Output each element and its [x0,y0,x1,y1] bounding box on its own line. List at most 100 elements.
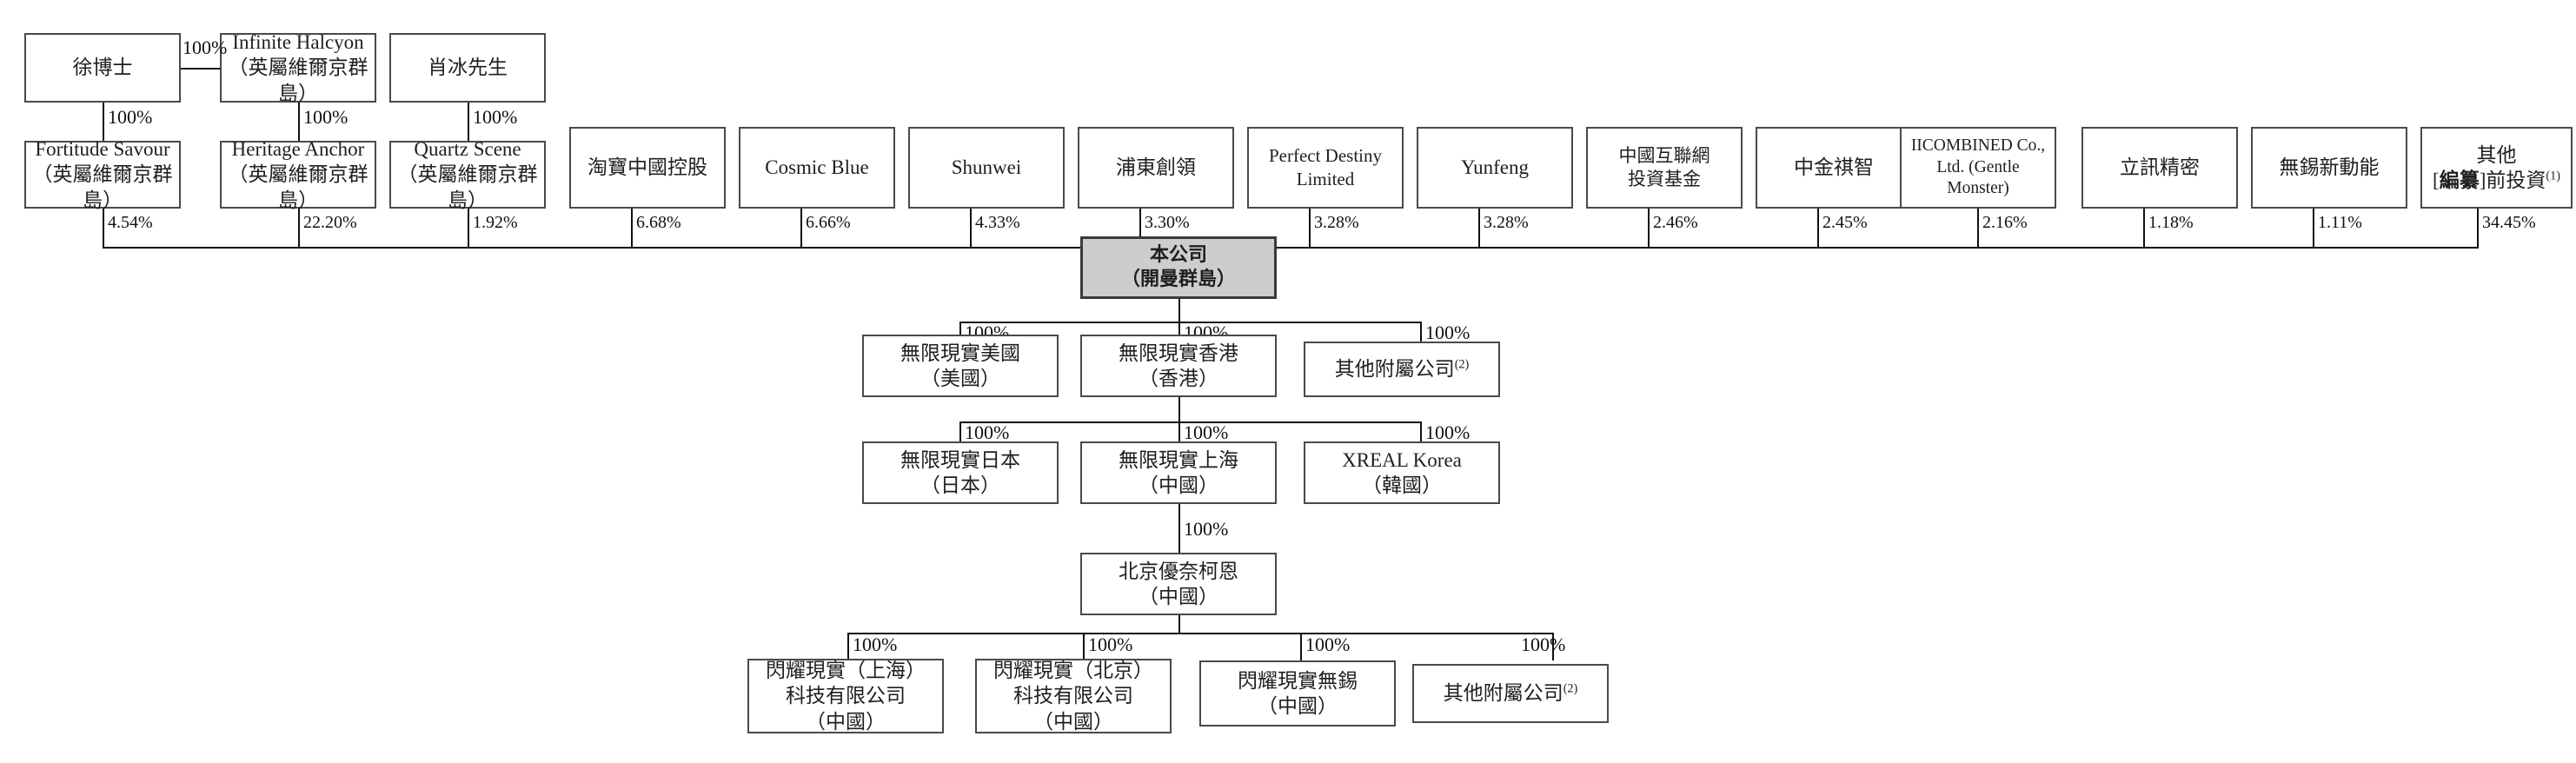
node-xreal-shanghai[interactable]: 無限現實上海 （中國） [1080,441,1277,504]
pct-hk-xreal-korea: 100% [1425,421,1471,443]
pct-halcyon-heritage: 100% [303,106,349,128]
node-infinite-halcyon[interactable]: Infinite Halcyon （英屬維爾京群島） [220,30,376,104]
node-cosmic-blue[interactable]: Cosmic Blue [739,127,895,209]
stub-taobao [631,209,633,247]
redaction-marker: 編纂 [2439,169,2480,191]
footnote-ref-1: (1) [2546,169,2560,183]
node-the-company[interactable]: 本公司 （開曼群島） [1080,236,1277,299]
bus-bar-tier3 [959,322,1420,323]
node-wuxi-xindongneng[interactable]: 無錫新動能 [2251,127,2407,209]
node-label-line2: （英屬維爾京群島） [228,163,368,211]
node-label-line1: 本公司 [1149,243,1207,266]
node-label-line2: （中國） [1139,474,1218,496]
node-beijing-younaikeen[interactable]: 北京優奈柯恩 （中國） [1080,553,1277,615]
node-shanyao-reality-wuxi[interactable]: 閃耀現實無錫 （中國） [1199,660,1396,727]
connector-company-down [1178,299,1180,322]
node-label-line1: Fortitude Savour [35,137,170,160]
stub-cicc-qizhi [1817,209,1819,247]
stub-other-preipo [2477,209,2479,247]
pct-beijing-shanyao-wuxi: 100% [1305,634,1351,655]
pct-china-internet-fund-company: 2.46% [1653,213,1698,232]
node-label-line2: [編纂]前投資(1) [2426,168,2567,193]
node-shanyao-reality-beijing[interactable]: 閃耀現實（北京） 科技有限公司 （中國） [975,659,1172,733]
connector-xu-fortitude [103,103,104,141]
node-taobao-china-holding[interactable]: 淘寶中國控股 [569,127,726,209]
node-label-line1: 閃耀現實（北京） [993,659,1153,681]
stub-wuxi [2313,209,2314,247]
node-other-subsidiaries-2[interactable]: 其他附屬公司(2) [1412,664,1609,723]
node-shanyao-reality-shanghai[interactable]: 閃耀現實（上海） 科技有限公司 （中國） [747,659,944,733]
node-shunwei[interactable]: Shunwei [908,127,1065,209]
node-label: 徐博士 [72,56,133,79]
node-label-line2: （美國） [920,368,1000,389]
node-label-line3: （中國） [1033,710,1113,733]
node-label-line1: 閃耀現實無錫 [1238,669,1358,692]
node-label-line2: （英屬維爾京群島） [228,56,368,104]
stub-tier6-beijing [1083,633,1085,660]
node-label-line1: XREAL Korea [1342,448,1462,471]
node-xreal-korea[interactable]: XREAL Korea （韓國） [1304,441,1500,504]
node-quartz-scene[interactable]: Quartz Scene （英屬維爾京群島） [389,138,546,211]
node-label-line1: 浦東創領 [1116,156,1196,179]
pct-xu-fortitude: 100% [108,106,153,128]
stub-perfect-destiny [1309,209,1311,247]
node-other-pre-ipo-investors[interactable]: 其他 [編纂]前投資(1) [2420,127,2573,209]
node-label-line1: 無限現實香港 [1119,342,1238,364]
node-label-line1: Yunfeng [1461,156,1529,179]
node-pudong-chuangling[interactable]: 浦東創領 [1078,127,1234,209]
stub-tier4-japan [959,421,961,449]
node-xreal-hongkong[interactable]: 無限現實香港 （香港） [1080,335,1277,397]
pct-company-other-subs: 100% [1425,322,1471,343]
stub-quartz [468,209,469,247]
node-label-line2: （日本） [920,474,1000,496]
node-label-line1: Shunwei [951,156,1022,179]
node-label-line1: 中國互聯網 [1618,145,1710,167]
label-text: 其他附屬公司 [1443,682,1564,705]
stub-fortitude [103,209,104,247]
node-label-line1: Infinite Halcyon [232,30,364,53]
node-label-line1: Quartz Scene [414,137,521,160]
pct-cicc-qizhi-company: 2.45% [1822,213,1868,232]
connector-xu-halcyon [181,68,220,70]
node-heritage-anchor[interactable]: Heritage Anchor （英屬維爾京群島） [220,138,376,211]
node-xreal-usa[interactable]: 無限現實美國 （美國） [862,335,1059,397]
node-xu-dr[interactable]: 徐博士 [24,33,181,103]
stub-tier4-shanghai [1178,421,1180,449]
node-perfect-destiny-limited[interactable]: Perfect Destiny Limited [1247,127,1404,209]
node-label-line1: 閃耀現實（上海） [766,659,926,681]
node-label-line2: （韓國） [1362,474,1442,496]
stub-china-internet-fund [1648,209,1650,247]
node-xiaobing-mr[interactable]: 肖冰先生 [389,33,546,103]
node-label-line1: 無錫新動能 [2279,156,2380,179]
node-label-line3: （中國） [806,710,886,733]
bus-bar-tier4 [959,421,1420,423]
connector-hk-down [1178,397,1180,421]
node-label-line1: Perfect Destiny [1268,145,1383,167]
pct-luxshare-company: 1.18% [2148,213,2194,232]
stub-tier4-korea [1420,421,1422,449]
pct-shanghai-beijing: 100% [1184,518,1229,540]
pct-other-preipo-company: 34.45% [2482,213,2536,232]
stub-shunwei [970,209,972,247]
node-yunfeng[interactable]: Yunfeng [1417,127,1573,209]
pct-heritage-company: 22.20% [303,213,357,232]
stub-tier6-other [1552,633,1554,660]
node-china-internet-investment-fund[interactable]: 中國互聯網 投資基金 [1586,127,1743,209]
node-label-line1: 中金祺智 [1794,156,1874,179]
label-text: 其他附屬公司 [1334,358,1455,381]
stub-tier6-shanghai [847,633,849,660]
node-fortitude-savour[interactable]: Fortitude Savour （英屬維爾京群島） [24,138,181,211]
node-cicc-qizhi[interactable]: 中金祺智 [1756,127,1912,209]
node-other-subsidiaries-1[interactable]: 其他附屬公司(2) [1304,342,1500,397]
bracket-open: [ [2433,169,2440,191]
node-luxshare-precision[interactable]: 立訊精密 [2081,127,2238,209]
node-xreal-japan[interactable]: 無限現實日本 （日本） [862,441,1059,504]
pct-wuxi-company: 1.11% [2318,213,2362,232]
node-iicombined-gentle-monster[interactable]: IICOMBINED Co., Ltd. (Gentle Monster) [1900,127,2056,209]
node-label-line1: 其他附屬公司(2) [1417,680,1603,706]
stub-luxshare [2143,209,2145,247]
pct-fortitude-company: 4.54% [108,213,153,232]
stub-iicombined [1977,209,1979,247]
node-label-line1: 其他 [2476,143,2517,166]
